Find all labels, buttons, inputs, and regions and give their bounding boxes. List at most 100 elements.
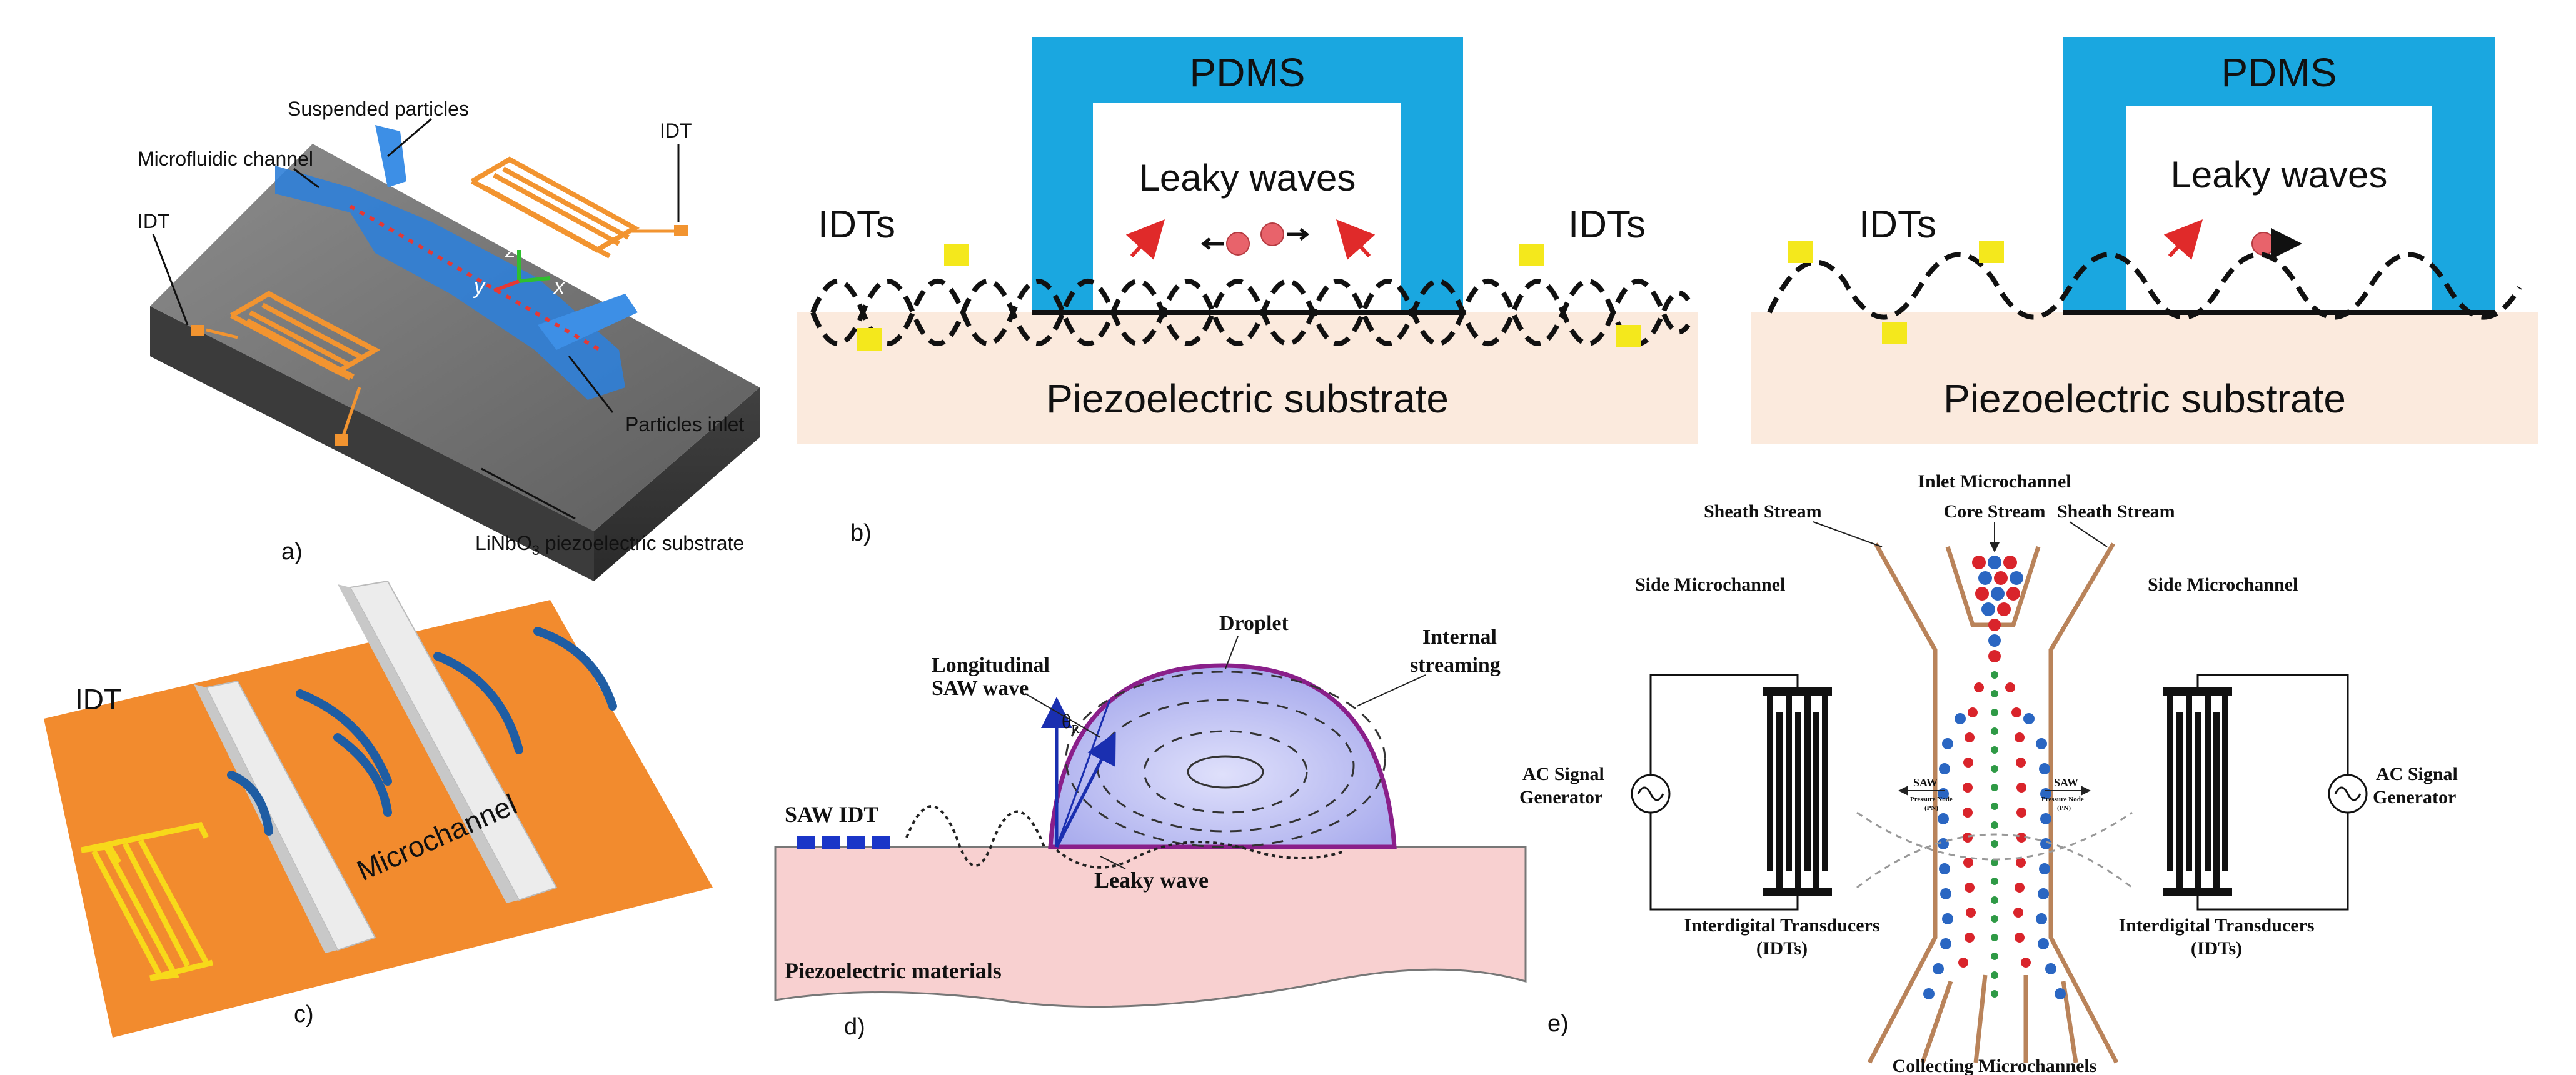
blue-particles <box>1923 713 2066 999</box>
label-idt-c: IDT <box>75 683 121 716</box>
pdms-block-left <box>1032 38 1463 312</box>
label-idt-left: IDT <box>138 210 170 232</box>
pdms-label-right: PDMS <box>2221 50 2337 95</box>
idt-e-left <box>1763 688 1832 896</box>
red-particles <box>1958 682 2031 968</box>
leaky-arrow-left-1 <box>1125 219 1165 260</box>
panel-e-letter: e) <box>1547 1011 1569 1037</box>
axis-y-label: y <box>473 275 486 299</box>
substrate-label-left: Piezoelectric substrate <box>1046 376 1449 421</box>
idt-square-b3 <box>1519 244 1544 266</box>
standing-wave-left-2 <box>810 279 1691 346</box>
pressure-node-curve <box>1856 811 2133 889</box>
label-idt-right: IDT <box>660 119 692 142</box>
idt-e-right <box>2163 688 2232 896</box>
label-side-right: Side Microchannel <box>2148 574 2298 595</box>
idt-right <box>470 156 688 259</box>
label-longitudinal-2: SAW wave <box>932 677 1029 700</box>
idts-label-right: IDTs <box>1859 203 1936 246</box>
wavefront-c2 <box>296 689 392 786</box>
droplet-center <box>1187 755 1264 789</box>
particle-b-3 <box>2251 232 2275 256</box>
label-saw-idt: SAW IDT <box>785 802 878 827</box>
panel-c-letter: c) <box>294 1001 314 1028</box>
idt-square-b5 <box>1788 241 1813 263</box>
label-particles-inlet: Particles inlet <box>625 413 744 436</box>
theta-label: θR <box>1062 710 1080 736</box>
particle-b-2 <box>1260 222 1284 246</box>
circuit-right <box>2196 674 2368 911</box>
leaky-waves-label-left: Leaky waves <box>1139 157 1356 199</box>
saw-wave <box>905 805 1345 869</box>
label-saw-left: SAW <box>1913 776 1938 789</box>
label-saw-right: SAW <box>2054 776 2078 789</box>
panel-b-right: PDMS Leaky waves IDTs Piezoelectric subs… <box>1751 38 2538 444</box>
center-particles <box>1991 671 1998 998</box>
leaky-arrow-left-2 <box>1336 219 1376 260</box>
idt-c <box>81 821 214 981</box>
idt-left <box>191 291 381 446</box>
axis-x-line <box>518 276 551 283</box>
label-droplet: Droplet <box>1219 612 1289 635</box>
idt-square-b6 <box>1882 322 1907 344</box>
label-internal-2: streaming <box>1410 654 1501 677</box>
wavefront-c4 <box>433 652 523 754</box>
travelling-wave-right <box>1767 252 2522 320</box>
idt-square-b4 <box>1616 325 1641 348</box>
label-collecting: Collecting Microchannels <box>1893 1056 2097 1075</box>
idt-square-b7 <box>1979 241 2004 263</box>
axis-y-line <box>493 279 520 292</box>
label-pn-right-1: Pressure Node <box>2041 796 2084 803</box>
label-idt-right-1: Interdigital Transducers <box>2118 915 2314 936</box>
idts-label-left-a: IDTs <box>818 203 895 246</box>
axis-x-label: x <box>553 275 565 299</box>
pdms-label-left: PDMS <box>1190 50 1306 95</box>
substrate-b-left <box>797 312 1698 444</box>
wavefront-c1 <box>227 771 273 836</box>
substrate-front-face <box>150 306 594 581</box>
substrate-label-right: Piezoelectric substrate <box>1943 376 2346 421</box>
substrate-top <box>150 144 760 531</box>
idt-square-b2 <box>857 328 882 351</box>
label-ac-right-2: Generator <box>2373 787 2456 808</box>
piezo-material <box>774 846 1527 1008</box>
panel-c: IDT Microchannel c) <box>44 580 713 1038</box>
panel-a-letter: a) <box>281 539 303 565</box>
label-microfluidic-channel: Microfluidic channel <box>138 148 313 170</box>
label-ac-right-1: AC Signal <box>2376 764 2458 784</box>
internal-streaming-arrows <box>1065 671 1386 848</box>
particle-trace <box>349 204 601 352</box>
channel-branch-right <box>538 294 638 350</box>
wavefront-c5 <box>533 627 617 711</box>
channel-wall-2-top <box>338 584 519 903</box>
label-suspended-particles: Suspended particles <box>288 98 469 120</box>
panel-e: Inlet Microchannel Sheath Stream Core St… <box>1519 471 2458 1075</box>
pdms-block-right <box>2063 38 2495 312</box>
label-ac-left-1: AC Signal <box>1522 764 1604 784</box>
label-pn-right-2: (PN) <box>2057 804 2071 812</box>
axis-z-label: z <box>505 239 516 262</box>
label-ac-left-2: Generator <box>1519 787 1602 808</box>
circuit-left <box>1631 674 1799 911</box>
label-idt-left-2: (IDTs) <box>1756 938 1808 959</box>
longitudinal-arrow <box>1055 732 1116 848</box>
label-idt-right-2: (IDTs) <box>2191 938 2242 959</box>
orange-plate <box>44 600 713 1038</box>
idts-label-left-b: IDTs <box>1568 203 1646 246</box>
panel-a: z y x Suspended particles Microfluidic c… <box>138 98 760 581</box>
saw-idt-pads <box>797 836 890 849</box>
label-inlet-microchannel: Inlet Microchannel <box>1918 471 2071 492</box>
panel-b-letter: b) <box>850 520 872 546</box>
label-internal-1: Internal <box>1422 626 1497 649</box>
label-core-stream: Core Stream <box>1943 501 2045 522</box>
label-idt-left-1: Interdigital Transducers <box>1684 915 1879 936</box>
panel-d-letter: d) <box>844 1014 865 1040</box>
label-piezo-materials: Piezoelectric materials <box>785 958 1002 983</box>
label-pn-left-1: Pressure Node <box>1910 796 1953 803</box>
microfluidic-channel <box>275 166 625 400</box>
idt-square-b1 <box>944 244 969 266</box>
label-side-left: Side Microchannel <box>1635 574 1785 595</box>
wavefront-c3 <box>333 733 392 817</box>
